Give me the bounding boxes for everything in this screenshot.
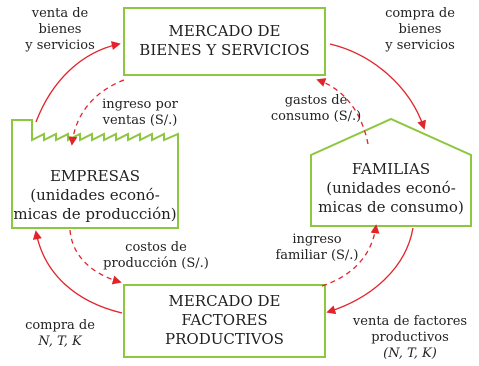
costos-produccion-line-2: producción (S/.) — [103, 256, 209, 271]
arrow-ingreso-familiar — [321, 224, 380, 287]
gastos-consumo-label: gastos de consumo (S/.) — [262, 93, 370, 125]
venta-factores-line-3: (N, T, K) — [383, 346, 437, 361]
venta-factores-label: venta de factores productivos (N, T, K) — [344, 314, 476, 362]
venta-bienes-label: venta de bienes y servicios — [2, 6, 118, 54]
compra-bienes-line-3: y servicios — [385, 38, 455, 53]
compra-bienes-line-2: bienes — [398, 22, 442, 37]
venta-factores-line-2: productivos — [371, 330, 449, 345]
venta-bienes-line-2: bienes — [38, 22, 82, 37]
mercado-bienes-label: MERCADO DE BIENES Y SERVICIOS — [124, 22, 325, 60]
arrow-gastos-consumo — [316, 78, 369, 145]
arrow-costos-produccion — [69, 229, 122, 285]
arrow-compra-factores — [32, 230, 123, 314]
empresas-line-1: EMPRESAS — [49, 167, 141, 185]
compra-bienes-label: compra de bienes y servicios — [362, 6, 478, 54]
familias-line-3: micas de consumo) — [318, 198, 464, 216]
ingreso-familiar-line-1: ingreso — [292, 232, 342, 247]
compra-factores-line-2: N, T, K — [38, 334, 82, 349]
arrow-compra-bienes — [329, 43, 427, 130]
empresas-factory-box — [11, 119, 179, 229]
compra-factores-line-1: compra de — [25, 318, 95, 333]
mercado-factores-line-3: PRODUCTIVOS — [165, 330, 284, 348]
venta-bienes-line-1: venta de — [31, 6, 89, 21]
mercado-bienes-box — [123, 7, 326, 76]
empresas-label: EMPRESAS (unidades econó- micas de produ… — [12, 167, 178, 224]
ingreso-ventas-line-2: ventas (S/.) — [102, 113, 178, 128]
arrow-venta-bienes — [35, 41, 121, 123]
gastos-consumo-line-2: consumo (S/.) — [270, 109, 362, 124]
mercado-bienes-line-2: BIENES Y SERVICIOS — [139, 41, 310, 59]
familias-line-1: FAMILIAS — [351, 160, 431, 178]
mercado-factores-label: MERCADO DE FACTORES PRODUCTIVOS — [124, 292, 325, 349]
ingreso-familiar-label: ingreso familiar (S/.) — [262, 232, 372, 264]
mercado-factores-line-2: FACTORES — [181, 311, 268, 329]
ingreso-ventas-line-1: ingreso por — [102, 97, 178, 112]
mercado-bienes-line-1: MERCADO DE — [168, 22, 281, 40]
arrow-venta-factores — [326, 227, 414, 315]
venta-factores-line-1: venta de factores — [352, 314, 468, 329]
costos-produccion-label: costos de producción (S/.) — [96, 240, 216, 272]
empresas-line-3: micas de producción) — [13, 205, 177, 223]
gastos-consumo-line-1: gastos de — [284, 93, 348, 108]
costos-produccion-line-1: costos de — [125, 240, 187, 255]
compra-factores-label: compra de N, T, K — [10, 318, 110, 350]
mercado-factores-line-1: MERCADO DE — [168, 292, 281, 310]
ingreso-familiar-line-2: familiar (S/.) — [275, 248, 359, 263]
ingreso-ventas-label: ingreso por ventas (S/.) — [90, 97, 190, 129]
familias-line-2: (unidades econó- — [326, 179, 456, 197]
familias-house-box — [310, 117, 472, 227]
mercado-factores-box — [123, 284, 326, 358]
venta-bienes-line-3: y servicios — [25, 38, 95, 53]
familias-label: FAMILIAS (unidades econó- micas de consu… — [311, 160, 471, 217]
empresas-line-2: (unidades econó- — [30, 186, 160, 204]
compra-bienes-line-1: compra de — [385, 6, 455, 21]
